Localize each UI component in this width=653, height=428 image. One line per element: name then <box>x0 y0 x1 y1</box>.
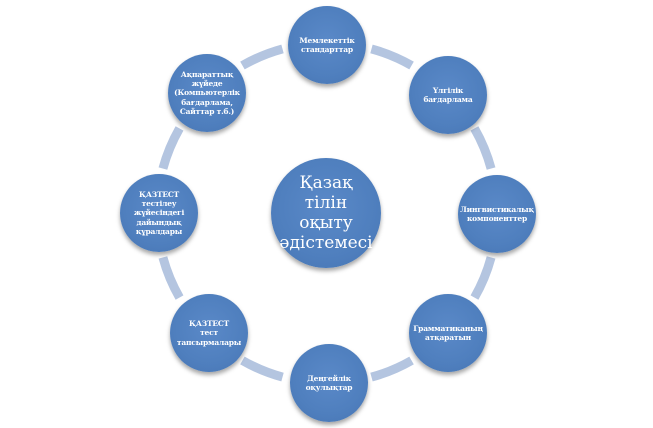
node-label: Деңгейлік оқулықтар <box>305 373 353 392</box>
node-information-system: Ақпараттық жүйеде (Компьютерлік бағдарла… <box>168 54 246 132</box>
ring-segment <box>470 256 496 300</box>
node-state-standards: Мемлекеттік стандарттар <box>288 6 366 84</box>
node-model-program: Үлгілік бағдарлама <box>409 56 487 134</box>
node-label: ҚАЗТЕСТ тестілеу жүйесіндегі дайындық құ… <box>133 189 185 237</box>
node-label: ҚАЗТЕСТ тест тапсырмалары <box>176 318 242 347</box>
node-grammar: Грамматиканың атқаратын <box>409 294 487 372</box>
node-label: Лингвистикалық компоненттер <box>460 204 534 223</box>
ring-segment <box>240 44 284 70</box>
ring-segment <box>158 256 184 300</box>
node-label: Ақпараттық жүйеде (Компьютерлік бағдарла… <box>174 69 240 117</box>
center-node: Қазақ тілін оқыту әдістемесі <box>271 158 381 268</box>
node-kaztest-prep-tools: ҚАЗТЕСТ тестілеу жүйесіндегі дайындық құ… <box>120 174 198 252</box>
node-kaztest-tasks: ҚАЗТЕСТ тест тапсырмалары <box>170 294 248 372</box>
node-linguistic-components: Лингвистикалық компоненттер <box>458 175 536 253</box>
node-label: Грамматиканың атқаратын <box>413 323 483 342</box>
ring-segment <box>470 126 496 170</box>
center-label: Қазақ тілін оқыту әдістемесі <box>279 172 373 254</box>
ring-segment <box>370 356 414 382</box>
node-label: Үлгілік бағдарлама <box>423 85 473 104</box>
ring-segment <box>370 44 414 70</box>
node-level-textbooks: Деңгейлік оқулықтар <box>290 344 368 422</box>
ring-segment <box>158 126 184 170</box>
node-label: Мемлекеттік стандарттар <box>299 35 355 54</box>
ring-segment <box>240 356 284 382</box>
